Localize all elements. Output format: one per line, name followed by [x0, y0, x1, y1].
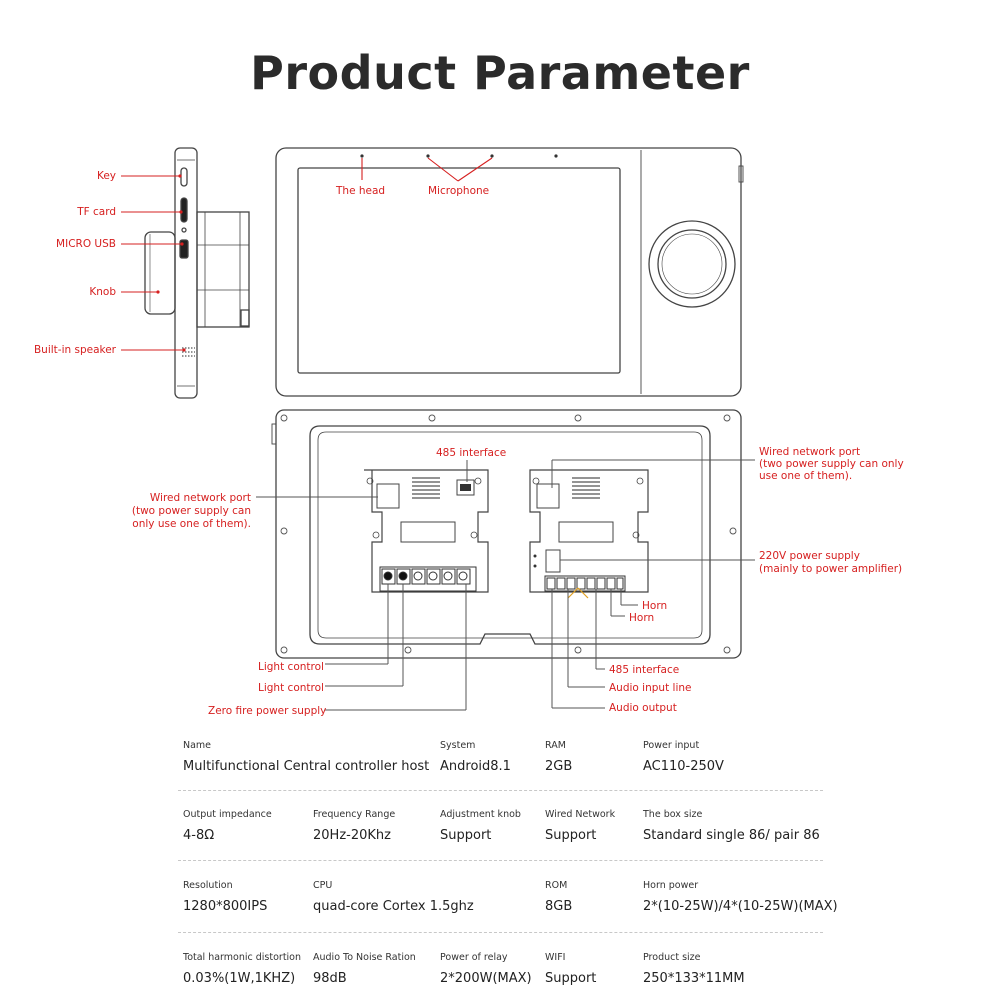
- spec-value: Support: [545, 971, 597, 986]
- label-wired-left-2: (two power supply can: [132, 505, 251, 517]
- spec-value: Support: [440, 828, 492, 843]
- spec-key: Output impedance: [183, 809, 272, 820]
- spec-value: Android8.1: [440, 759, 511, 774]
- label-horn-2: Horn: [629, 612, 654, 624]
- spec-key: Power input: [643, 740, 700, 751]
- spec-value: 2*(10-25W)/4*(10-25W)(MAX): [643, 899, 838, 914]
- spec-box-size: The box size Standard single 86/ pair 86: [643, 809, 820, 843]
- back-view: [271, 409, 742, 659]
- spec-frequency-range: Frequency Range 20Hz-20Khz: [313, 809, 395, 843]
- spec-relay-power: Power of relay 2*200W(MAX): [440, 952, 532, 986]
- label-audio-output: Audio output: [609, 702, 677, 714]
- spec-value: 1280*800IPS: [183, 899, 268, 914]
- label-zero-fire: Zero fire power supply: [208, 705, 326, 717]
- spec-value: 20Hz-20Khz: [313, 828, 391, 843]
- page-title: Product Parameter: [250, 46, 750, 100]
- spec-key: Horn power: [643, 880, 699, 891]
- spec-name: Name Multifunctional Central controller …: [183, 740, 429, 774]
- label-wired-left-3: only use one of them).: [132, 518, 251, 530]
- divider: [178, 860, 823, 861]
- label-wired-left-1: Wired network port: [150, 492, 251, 504]
- label-knob: Knob: [89, 286, 116, 298]
- product-diagram: Key TF card MICRO USB Knob Built-in spea…: [34, 147, 904, 717]
- divider: [178, 932, 823, 933]
- spec-value: AC110-250V: [643, 759, 724, 774]
- label-485-top: 485 interface: [436, 447, 506, 459]
- label-light-control-1: Light control: [258, 661, 324, 673]
- spec-key: Adjustment knob: [440, 809, 521, 820]
- side-leaders: [121, 175, 184, 351]
- spec-key: Name: [183, 740, 212, 751]
- spec-key: Frequency Range: [313, 809, 396, 820]
- spec-key: Power of relay: [440, 952, 508, 963]
- spec-value: 0.03%(1W,1KHZ): [183, 971, 296, 986]
- spec-resolution: Resolution 1280*800IPS: [183, 880, 267, 914]
- spec-value: 98dB: [313, 971, 347, 986]
- spec-output-impedance: Output impedance 4-8Ω: [183, 809, 272, 843]
- spec-value: quad-core Cortex 1.5ghz: [313, 899, 474, 914]
- spec-thd: Total harmonic distortion 0.03%(1W,1KHZ): [183, 952, 301, 986]
- spec-rom: ROM 8GB: [545, 880, 572, 914]
- spec-value: Standard single 86/ pair 86: [643, 828, 820, 843]
- spec-value: Support: [545, 828, 597, 843]
- label-micro-usb: MICRO USB: [56, 238, 116, 250]
- right-terminal-block: [544, 575, 626, 592]
- left-module: [364, 469, 489, 593]
- label-speaker: Built-in speaker: [34, 344, 117, 356]
- label-tf-card: TF card: [76, 206, 116, 218]
- spec-key: Product size: [643, 952, 701, 963]
- label-audio-input: Audio input line: [609, 682, 691, 694]
- right-module: [529, 469, 649, 593]
- spec-value: 2GB: [545, 759, 573, 774]
- spec-snr: Audio To Noise Ration 98dB: [313, 952, 416, 986]
- spec-key: CPU: [313, 880, 333, 891]
- spec-power-input: Power input AC110-250V: [643, 740, 724, 774]
- spec-key: Audio To Noise Ration: [313, 952, 416, 963]
- spec-adjustment-knob: Adjustment knob Support: [440, 809, 521, 843]
- spec-key: ROM: [545, 880, 568, 891]
- spec-key: RAM: [545, 740, 566, 751]
- spec-wired-network: Wired Network Support: [545, 809, 615, 843]
- left-terminal-block: [379, 566, 477, 592]
- spec-key: Wired Network: [545, 809, 616, 820]
- divider: [178, 790, 823, 791]
- label-head: The head: [335, 185, 385, 197]
- label-wired-right-2: (two power supply can only: [759, 458, 904, 470]
- spec-system: System Android8.1: [440, 740, 511, 774]
- label-horn-1: Horn: [642, 600, 667, 612]
- back-leaders: [256, 459, 755, 711]
- label-key: Key: [97, 170, 116, 182]
- label-wired-right-3: use one of them).: [759, 470, 852, 482]
- spec-wifi: WIFI Support: [545, 952, 596, 986]
- front-view: [275, 147, 744, 397]
- spec-key: Total harmonic distortion: [183, 952, 302, 963]
- spec-key: Resolution: [183, 880, 233, 891]
- label-485-bottom: 485 interface: [609, 664, 679, 676]
- spec-value: Multifunctional Central controller host: [183, 759, 430, 774]
- spec-value: 2*200W(MAX): [440, 971, 532, 986]
- spec-horn-power: Horn power 2*(10-25W)/4*(10-25W)(MAX): [643, 880, 838, 914]
- label-wired-right-1: Wired network port: [759, 446, 860, 458]
- spec-value: 4-8Ω: [183, 828, 215, 843]
- label-microphone: Microphone: [428, 185, 489, 197]
- label-light-control-2: Light control: [258, 682, 324, 694]
- spec-value: 8GB: [545, 899, 573, 914]
- spec-cpu: CPU quad-core Cortex 1.5ghz: [313, 880, 474, 914]
- label-220v-2: (mainly to power amplifier): [759, 563, 902, 575]
- spec-value: 250*133*11MM: [643, 971, 745, 986]
- spec-key: System: [440, 740, 476, 751]
- spec-ram: RAM 2GB: [545, 740, 572, 774]
- spec-key: WIFI: [545, 952, 566, 963]
- label-220v-1: 220V power supply: [759, 550, 860, 562]
- spec-product-size: Product size 250*133*11MM: [643, 952, 745, 986]
- spec-key: The box size: [643, 809, 703, 820]
- side-view: [144, 147, 250, 399]
